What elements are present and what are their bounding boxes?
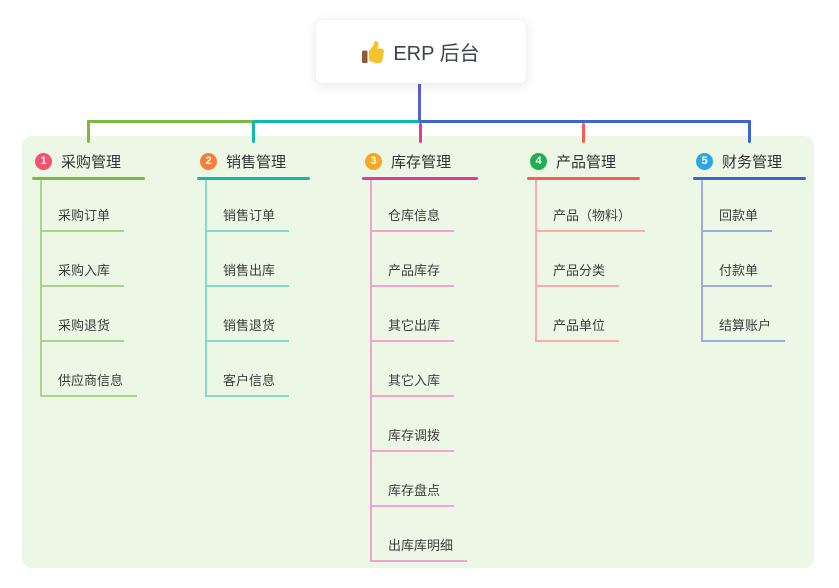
child-node[interactable]: 销售出库 [205,260,290,287]
branch-label: 产品管理 [556,153,617,171]
child-node[interactable]: 产品库存 [370,260,455,287]
child-node[interactable]: 仓库信息 [370,205,455,232]
child-node[interactable]: 其它入库 [370,370,455,397]
branches-panel [22,136,814,568]
child-node[interactable]: 销售订单 [205,205,290,232]
branch-badge: 1 [35,152,52,170]
child-node[interactable]: 产品分类 [535,260,620,287]
branch-underline [527,177,640,180]
branch-underline [32,177,145,180]
branch-drop-line [419,123,422,143]
branch-label: 采购管理 [61,153,122,171]
child-node[interactable]: 库存盘点 [370,480,455,507]
child-node[interactable]: 库存调拨 [370,425,455,452]
branch-drop-line [582,123,585,143]
child-node[interactable]: 结算账户 [701,315,786,342]
child-node[interactable]: 产品（物料） [535,205,646,232]
child-node[interactable]: 客户信息 [205,370,290,397]
child-node[interactable]: 其它出库 [370,315,455,342]
branch-underline [693,177,806,180]
child-node[interactable]: 回款单 [701,205,773,232]
branch-badge: 2 [200,152,217,170]
branch-drop-line [748,120,751,143]
branch-bus-line [419,120,751,123]
branch-subtree-trunk [701,180,703,342]
child-node[interactable]: 付款单 [701,260,773,287]
branch-bus-line [253,120,421,123]
child-node[interactable]: 采购退货 [40,315,125,342]
root-node[interactable]: ERP 后台 [315,19,527,84]
child-node[interactable]: 采购入库 [40,260,125,287]
branch-bus-line [87,120,254,123]
branch-subtree-trunk [205,180,207,397]
branch-drop-line [87,120,90,143]
branch-label: 财务管理 [722,153,783,171]
branch-subtree-trunk [535,180,537,342]
branch-node-2[interactable]: 2 销售管理 [197,148,313,174]
branch-badge: 4 [530,152,547,170]
root-label: ERP 后台 [393,43,480,65]
branch-badge: 3 [365,152,382,170]
branch-label: 销售管理 [226,153,287,171]
branch-node-1[interactable]: 1 采购管理 [32,148,148,174]
child-node[interactable]: 产品单位 [535,315,620,342]
branch-label: 库存管理 [391,153,452,171]
child-node[interactable]: 出库库明细 [370,535,468,562]
branch-node-3[interactable]: 3 库存管理 [362,148,481,174]
child-node[interactable]: 供应商信息 [40,370,138,397]
branch-drop-line [252,120,255,143]
branch-node-4[interactable]: 4 产品管理 [527,148,643,174]
child-node[interactable]: 采购订单 [40,205,125,232]
branch-underline [362,177,478,180]
root-connector-line [418,82,421,123]
branch-badge: 5 [696,152,713,170]
branch-subtree-trunk [370,180,372,562]
child-node[interactable]: 销售退货 [205,315,290,342]
thumbs-up-icon [362,40,385,63]
branch-subtree-trunk [40,180,42,397]
branch-node-5[interactable]: 5 财务管理 [693,148,809,174]
branch-underline [197,177,310,180]
